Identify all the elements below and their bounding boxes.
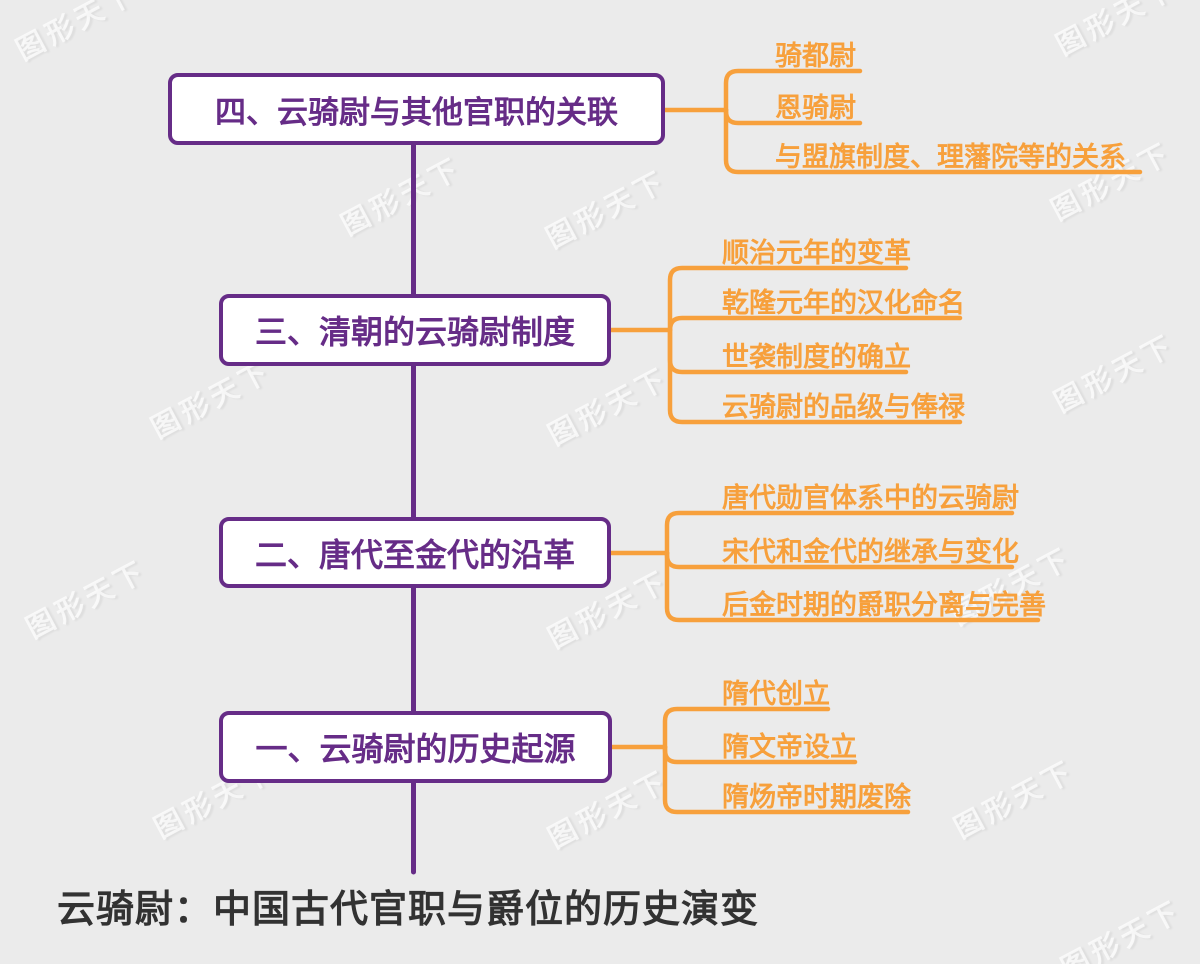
node-section-2[interactable]: 二、唐代至金代的沿革 xyxy=(219,517,611,588)
branch-suiyangdi[interactable]: 隋炀帝时期废除 xyxy=(722,782,911,813)
branch-tangdai[interactable]: 唐代勋官体系中的云骑尉 xyxy=(722,483,1019,514)
branch-enqiwei[interactable]: 恩骑尉 xyxy=(775,93,856,124)
branch-lines xyxy=(607,68,1143,815)
branch-pinji[interactable]: 云骑尉的品级与俸禄 xyxy=(722,392,965,423)
branch-shixi[interactable]: 世袭制度的确立 xyxy=(722,342,911,373)
root-title[interactable]: 云骑尉：中国古代官职与爵位的历史演变 xyxy=(57,887,760,931)
branch-qianlong[interactable]: 乾隆元年的汉化命名 xyxy=(722,288,965,319)
branch-songjin[interactable]: 宋代和金代的继承与变化 xyxy=(722,537,1019,568)
branch-suidai[interactable]: 隋代创立 xyxy=(722,679,830,710)
node-section-1-label: 一、云骑尉的历史起源 xyxy=(255,730,576,768)
branch-shunzhi[interactable]: 顺治元年的变革 xyxy=(722,238,911,269)
branch-houjin[interactable]: 后金时期的爵职分离与完善 xyxy=(722,590,1046,621)
node-section-2-label: 二、唐代至金代的沿革 xyxy=(254,535,575,574)
node-section-1[interactable]: 一、云骑尉的历史起源 xyxy=(219,711,612,783)
branch-mengqi-lifanyuan[interactable]: 与盟旗制度、理藩院等的关系 xyxy=(775,142,1126,173)
node-section-3[interactable]: 三、清朝的云骑尉制度 xyxy=(219,294,611,366)
branch-qiduwei[interactable]: 骑都尉 xyxy=(775,41,856,72)
node-section-4-label: 四、云骑尉与其他官职的关联 xyxy=(215,94,618,131)
branch-suiwendi[interactable]: 隋文帝设立 xyxy=(722,732,857,763)
node-section-4[interactable]: 四、云骑尉与其他官职的关联 xyxy=(168,73,665,145)
node-section-3-label: 三、清朝的云骑尉制度 xyxy=(254,313,575,351)
